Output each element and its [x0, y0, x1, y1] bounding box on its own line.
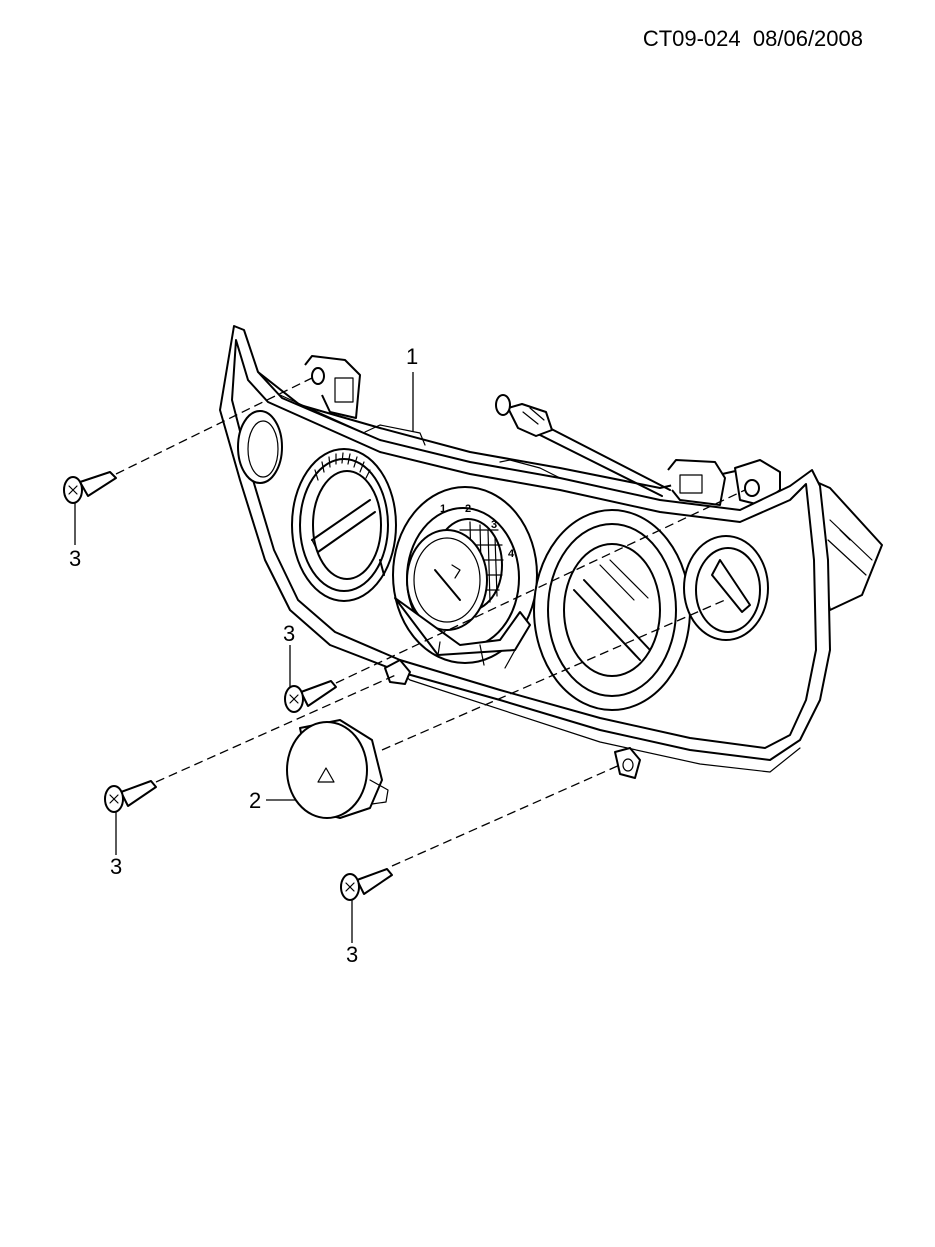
- callout-leaders: [74, 372, 414, 943]
- screw-lower-left: [104, 780, 157, 813]
- screw-upper-left: [63, 471, 117, 504]
- fan-speed-3-label: 3: [491, 519, 497, 531]
- screw-middle: [284, 680, 337, 713]
- doc-id: CT09-024: [642, 26, 741, 51]
- callout-3-upper-left: 3: [69, 546, 81, 571]
- callout-3-lower-left: 3: [110, 854, 122, 879]
- drawing-reference: CT09-024 08/06/2008: [643, 26, 863, 52]
- doc-date: 08/06/2008: [752, 26, 863, 51]
- hazard-triangle-icon: [317, 767, 335, 783]
- fan-speed-1-label: 1: [440, 503, 446, 515]
- fan-speed-4-label: 4: [508, 548, 515, 560]
- heater-control-panel: 1 2 3 4: [219, 325, 883, 779]
- callout-3-bottom: 3: [346, 942, 358, 967]
- callout-1: 1: [406, 344, 418, 369]
- callout-2: 2: [249, 788, 261, 813]
- hazard-switch-button: [286, 719, 389, 819]
- screw-bottom: [340, 868, 393, 901]
- callout-3-middle: 3: [283, 621, 295, 646]
- fan-speed-2-label: 2: [465, 503, 471, 515]
- assembly-lines: [115, 377, 746, 867]
